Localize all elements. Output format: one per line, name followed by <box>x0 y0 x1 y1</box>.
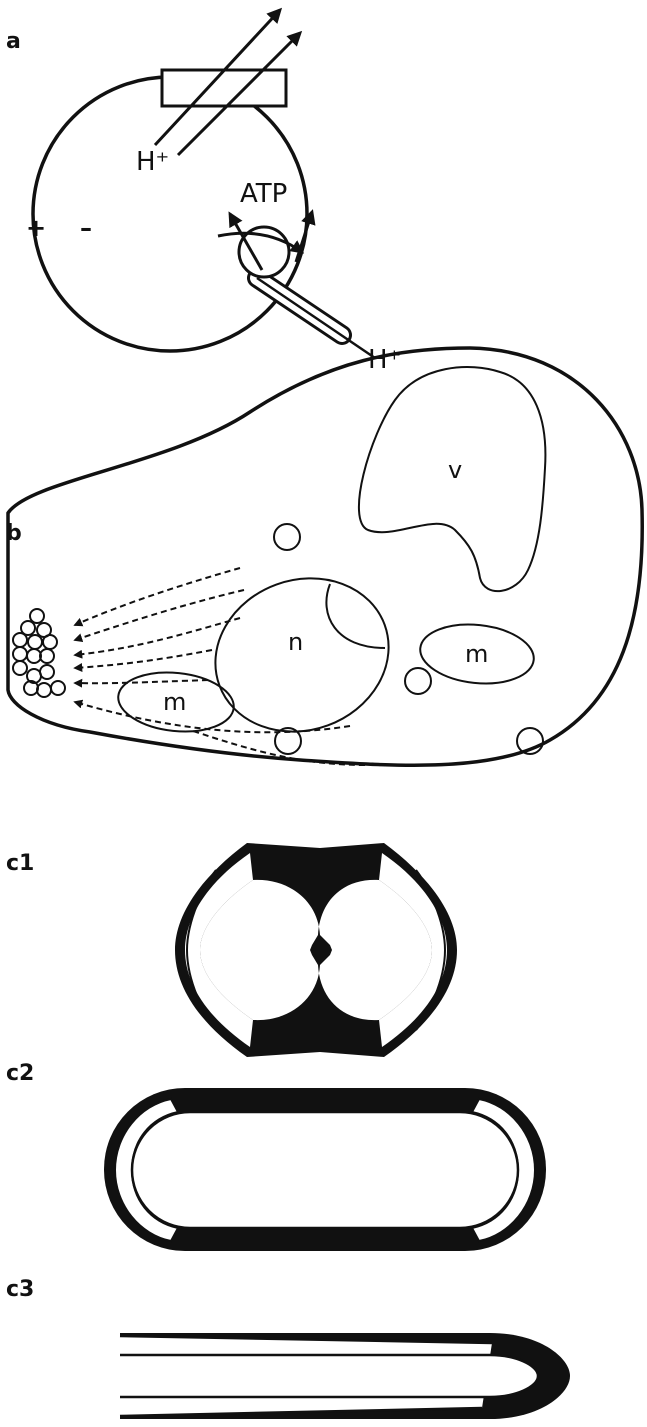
panel-c1-label: c1 <box>6 851 34 876</box>
minus-sign: – <box>80 214 92 242</box>
panel-c3: c3 <box>6 1277 570 1419</box>
atp-synthase <box>218 212 375 358</box>
atp-out-arrow-2 <box>296 212 312 262</box>
c2-lumen <box>132 1112 518 1228</box>
panel-a: a H⁺ + – ATP H⁺ <box>6 10 401 375</box>
plus-sign: + <box>26 214 46 242</box>
c3-lumen <box>120 1355 538 1397</box>
nucleus-label: n <box>288 628 303 656</box>
panel-c1: c1 <box>6 843 457 1057</box>
atp-label: ATP <box>240 179 287 209</box>
panel-a-label: a <box>6 29 21 54</box>
cell-membrane <box>33 77 307 351</box>
proton-pump <box>162 70 286 106</box>
vesicles <box>274 524 543 754</box>
panel-b: b v n m m <box>6 348 642 765</box>
mitochondrion-1-label: m <box>465 640 488 668</box>
mitochondrion-2-label: m <box>163 688 186 716</box>
panel-c3-label: c3 <box>6 1277 34 1302</box>
vacuole-label: v <box>448 456 462 484</box>
proton-in-label: H⁺ <box>136 147 169 177</box>
panel-c2-label: c2 <box>6 1061 34 1086</box>
tip-vesicles <box>13 609 65 697</box>
nucleolus <box>326 584 385 648</box>
panel-c2: c2 <box>6 1061 546 1251</box>
cell-outline <box>8 348 642 765</box>
